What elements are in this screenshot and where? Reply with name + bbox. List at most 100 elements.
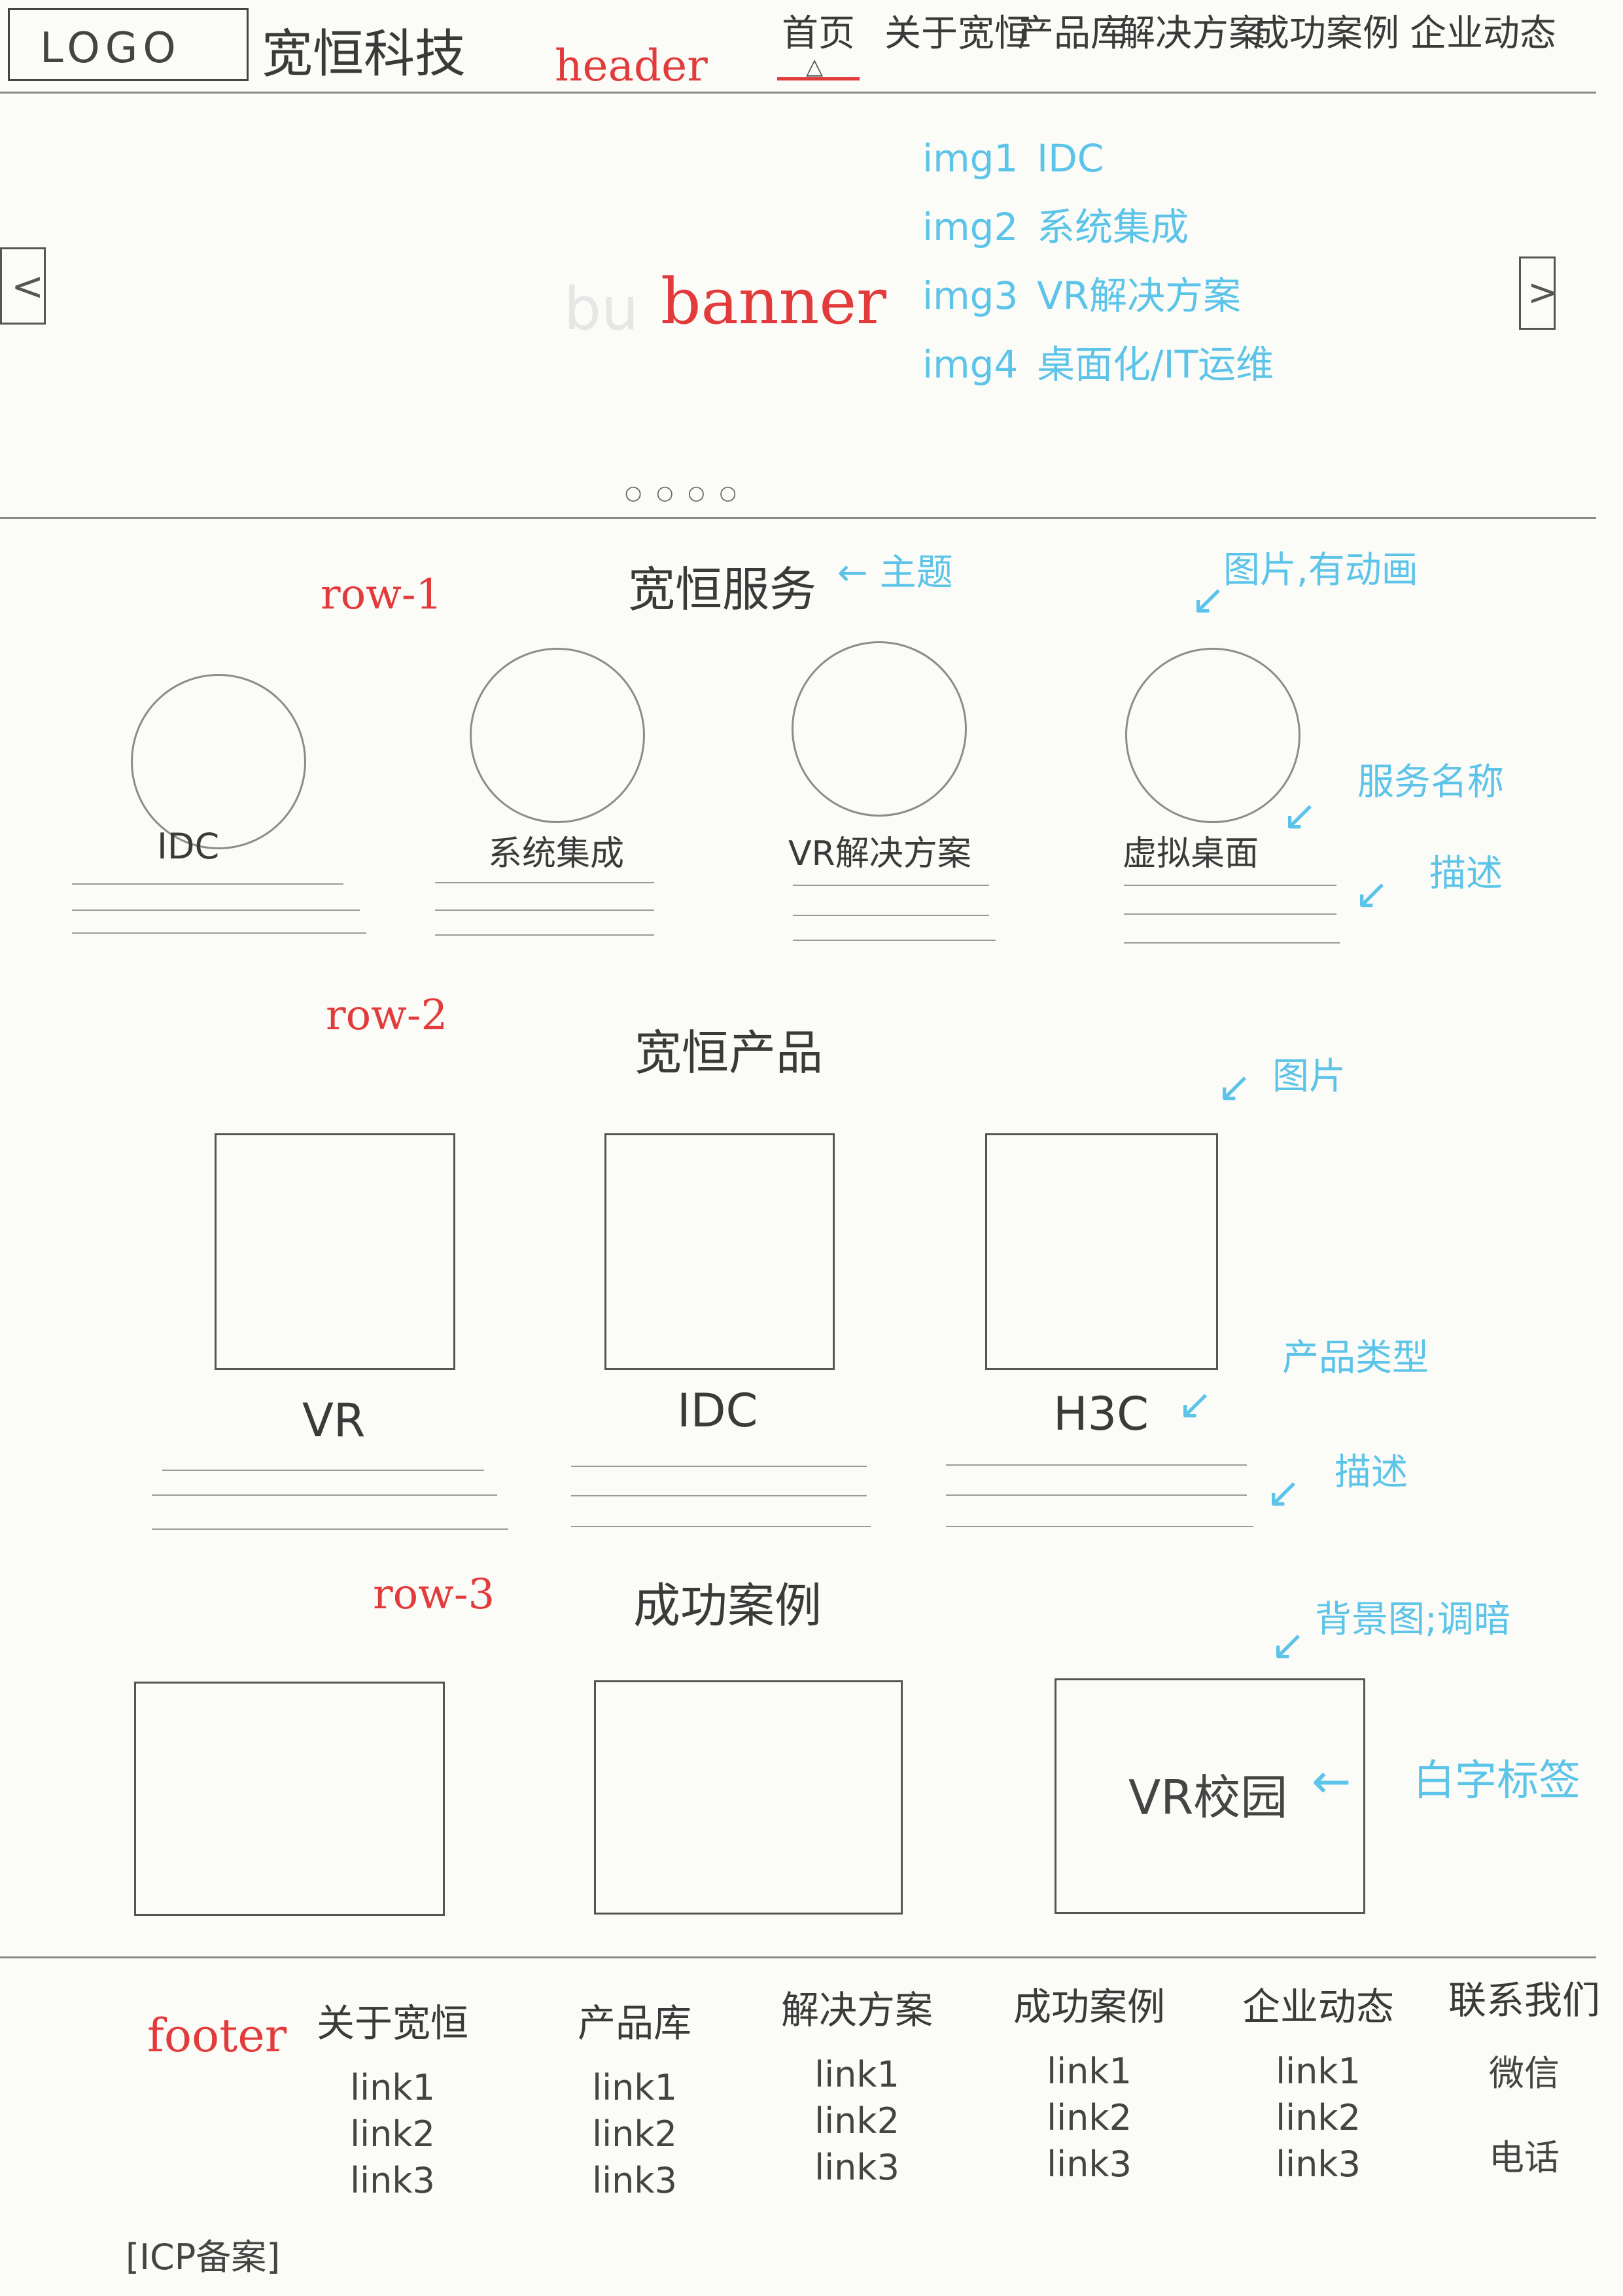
nav-about[interactable]: 关于宽恒 (884, 12, 1031, 55)
row2-type-arrow-icon: ↙ (1178, 1381, 1213, 1429)
row1-desc-arrow-icon: ↙ (1354, 870, 1389, 919)
footer-col-title: 企业动态 (1242, 1985, 1394, 2029)
case-image-1[interactable] (134, 1682, 445, 1916)
footer-link[interactable]: link1 (1047, 2051, 1132, 2092)
service-name-4: 虚拟桌面 (1123, 834, 1259, 874)
row3-tag-arrow-icon: ← (1312, 1754, 1352, 1809)
row2-desc-arrow-icon: ↙ (1266, 1469, 1301, 1517)
footer-link[interactable]: link3 (1276, 2144, 1361, 2185)
banner-dots: ○○○○ (625, 482, 751, 504)
row3-bg-arrow-icon: ↙ (1270, 1621, 1306, 1670)
row2-image-note: 图片 (1272, 1055, 1346, 1098)
nav-products[interactable]: 产品库 (1017, 12, 1127, 55)
row1-name-note: 服务名称 (1357, 761, 1504, 804)
footer-col-cases: 成功案例 link1 link2 link3 (1001, 1976, 1178, 2185)
banner-faint-text: bu (564, 275, 639, 344)
row1-desc-note: 描述 (1429, 853, 1503, 895)
footer-col-products: 产品库 link1 link2 link3 (569, 1992, 700, 2201)
footer-link[interactable]: link1 (592, 2067, 677, 2108)
header-label: header (555, 41, 708, 91)
row2-image-arrow-icon: ↙ (1217, 1063, 1252, 1112)
row2-desc-note: 描述 (1335, 1451, 1408, 1494)
chevron-left-icon: < (11, 264, 44, 309)
banner-dot-2[interactable]: ○ (656, 482, 688, 504)
product-image-1 (215, 1133, 455, 1370)
service-name-3: VR解决方案 (788, 834, 971, 874)
footer-col-title: 关于宽恒 (316, 2001, 468, 2045)
banner-dot-4[interactable]: ○ (719, 482, 751, 504)
case-image-3[interactable]: VR校园 (1055, 1678, 1365, 1914)
logo-text: LOGO (40, 24, 181, 73)
icp-record[interactable]: [ICP备案] (126, 2236, 281, 2278)
row3-title: 成功案例 (633, 1578, 822, 1633)
footer-col-contact: 联系我们 微信 电话 (1436, 1969, 1613, 2180)
nav-home-caret-icon: △ (806, 54, 824, 80)
footer-link[interactable]: link2 (814, 2100, 899, 2142)
service-name-1: IDC (157, 826, 220, 867)
banner-next-button[interactable]: > (1519, 256, 1558, 330)
banner-dot-3[interactable]: ○ (688, 482, 720, 504)
row1-image-arrow-icon: ↙ (1191, 576, 1226, 624)
footer-col-title: 联系我们 (1448, 1978, 1600, 2022)
case-tag: VR校园 (1128, 1770, 1288, 1825)
footer-label: footer (147, 2009, 287, 2062)
banner-divider (0, 517, 1596, 519)
footer-col-about: 关于宽恒 link1 link2 link3 (307, 1992, 478, 2201)
footer-col-title: 成功案例 (1013, 1985, 1165, 2029)
nav-cases[interactable]: 成功案例 (1253, 12, 1399, 55)
row2-type-note: 产品类型 (1282, 1337, 1429, 1379)
product-image-3 (985, 1133, 1218, 1370)
banner-prev-button[interactable]: < (0, 247, 46, 325)
header-divider (0, 92, 1596, 94)
row2-title: 宽恒产品 (635, 1025, 824, 1080)
service-image-4 (1125, 648, 1300, 823)
row1-image-note: 图片,有动画 (1223, 549, 1418, 592)
footer-col-title: 解决方案 (780, 1988, 933, 2032)
row1-label: row-1 (321, 571, 443, 619)
row3-label: row-3 (373, 1570, 495, 1619)
service-image-1 (131, 674, 306, 849)
case-image-2[interactable] (594, 1680, 903, 1915)
footer-link[interactable]: link1 (350, 2067, 435, 2108)
footer-link-wechat[interactable]: 微信 (1489, 2053, 1560, 2094)
nav-home[interactable]: 首页 (782, 12, 855, 55)
nav-home-active-indicator (777, 77, 860, 80)
footer-link[interactable]: link2 (1047, 2097, 1132, 2138)
logo-box[interactable]: LOGO (8, 8, 249, 81)
nav-news[interactable]: 企业动态 (1410, 12, 1556, 55)
service-name-2: 系统集成 (488, 834, 625, 874)
footer-col-title: 产品库 (577, 2001, 691, 2045)
service-image-3 (792, 641, 967, 817)
footer-link[interactable]: link3 (350, 2160, 435, 2201)
footer-col-news: 企业动态 link1 link2 link3 (1240, 1976, 1397, 2185)
product-type-3: H3C (1053, 1387, 1149, 1441)
brand-name: 宽恒科技 (262, 25, 466, 84)
row3-bg-note: 背景图;调暗 (1315, 1598, 1510, 1641)
footer-link[interactable]: link3 (592, 2160, 677, 2201)
nav-solutions[interactable]: 解决方案 (1119, 12, 1265, 55)
product-type-2: IDC (677, 1384, 758, 1438)
footer-link[interactable]: link1 (814, 2054, 899, 2095)
footer-link[interactable]: link1 (1276, 2051, 1361, 2092)
row2-label: row-2 (326, 991, 448, 1040)
footer-divider (0, 1956, 1596, 1958)
chevron-right-icon: > (1527, 272, 1558, 314)
footer-link[interactable]: link2 (350, 2113, 435, 2155)
footer-link-phone[interactable]: 电话 (1489, 2137, 1560, 2178)
row1-title: 宽恒服务 (628, 562, 817, 617)
footer-link[interactable]: link3 (814, 2147, 899, 2188)
service-image-2 (470, 648, 645, 823)
row1-name-arrow-icon: ↙ (1282, 792, 1318, 840)
row3-tag-note: 白字标签 (1413, 1757, 1580, 1805)
footer-link[interactable]: link2 (592, 2113, 677, 2155)
product-type-1: VR (302, 1394, 366, 1447)
footer-link[interactable]: link3 (1047, 2144, 1132, 2185)
banner-dot-1[interactable]: ○ (625, 482, 657, 504)
footer-col-solutions: 解决方案 link1 link2 link3 (772, 1979, 942, 2188)
footer-link[interactable]: link2 (1276, 2097, 1361, 2138)
